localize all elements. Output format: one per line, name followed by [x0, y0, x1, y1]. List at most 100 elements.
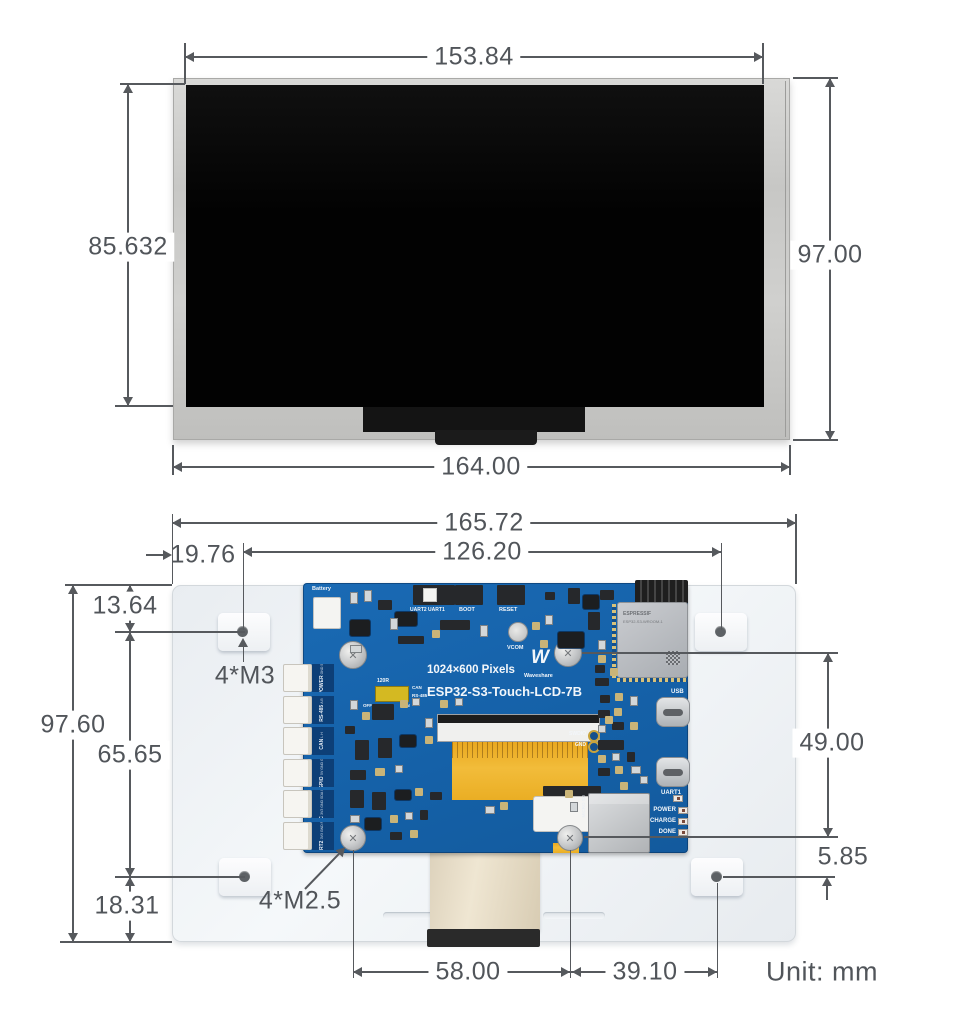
arrowhead [125, 585, 135, 594]
arrowhead [825, 431, 835, 440]
rs485-label: RS-485 [412, 693, 428, 698]
ext-line [569, 850, 571, 978]
pcb-component [570, 802, 578, 812]
pcb-component [432, 630, 440, 638]
pcb-component [620, 782, 628, 790]
boot-button [455, 585, 483, 605]
charge-led [678, 818, 688, 825]
panel-ridge [543, 912, 605, 919]
pcb-component [565, 790, 573, 798]
dim-active-height: 85.632 [81, 232, 175, 262]
pcb-component [355, 740, 369, 760]
dim-overall-height: 97.60 [33, 710, 113, 740]
pcb-component [350, 770, 366, 780]
lcd-right-seam [785, 81, 786, 437]
jst-connector-uart2 [283, 821, 312, 850]
pcb-component [598, 740, 624, 750]
pcb-component [588, 612, 600, 630]
arrowhead [185, 52, 194, 62]
pcb-component [631, 766, 641, 774]
ext-line [723, 876, 835, 878]
pcb-component [600, 695, 610, 703]
screw-bottom-right: ✕ [557, 825, 583, 851]
swdio-label: SWDIO [569, 731, 586, 737]
pcb-component [485, 806, 495, 814]
done-led-label: DONE [658, 829, 676, 835]
pcb-component [378, 600, 392, 610]
pcb-component [390, 618, 398, 630]
resolution-silk: 1024×600 Pixels [427, 664, 515, 676]
pcb-component [378, 738, 392, 758]
pcb-component [615, 693, 623, 701]
arrowhead [125, 933, 135, 942]
done-led [678, 829, 688, 836]
dim-screw-to-hole-right: 39.10 [605, 957, 685, 987]
pcb-component [395, 790, 411, 800]
dim-active-width: 153.84 [427, 42, 521, 72]
ext-line [171, 514, 173, 584]
ext-line [115, 876, 245, 878]
lcd-ffc-connector [437, 714, 600, 742]
pcb-component [640, 776, 648, 784]
pcb-component [345, 726, 355, 734]
arrowhead [172, 518, 181, 528]
can-label: CAN [412, 685, 422, 690]
pcb-component [545, 615, 553, 625]
arrowhead [754, 52, 763, 62]
screw-annotation: 4*M2.5 [258, 886, 342, 915]
arrowhead [125, 868, 135, 877]
dim-mount-hole-span: 126.20 [435, 537, 529, 567]
pcb-component [398, 636, 424, 644]
sd-label: MICRO SD [581, 795, 586, 818]
reset-label: RESET [499, 607, 518, 613]
pcb-component [430, 792, 442, 800]
arrowhead [353, 967, 362, 977]
ext-line [352, 850, 354, 978]
arrowhead [781, 462, 790, 472]
term-res-label: 120R [377, 678, 389, 684]
module-vendor-label: ESPRESSIF [623, 611, 652, 617]
dim-hole-vertical-span: 65.65 [90, 740, 170, 770]
pcb-component [415, 788, 423, 796]
model-silk: ESP32-S3-Touch-LCD-7B [427, 684, 583, 699]
dim-hole-left-offset: 19.76 [170, 540, 236, 569]
pcb-component [598, 768, 610, 776]
pcb-component [425, 736, 433, 744]
ext-line [584, 836, 838, 838]
pcb-component [390, 832, 402, 840]
ext-line [762, 43, 764, 84]
mount-hole [715, 626, 726, 637]
annotation-line [242, 647, 244, 662]
pcb-component [598, 710, 610, 718]
pcb-component [425, 718, 433, 728]
lcd-front-frame [173, 78, 790, 445]
usb-label: USB [671, 689, 684, 695]
pcb-component [350, 815, 360, 823]
lcd-bottom-tab [435, 430, 537, 445]
ext-line [184, 43, 186, 84]
power-led-label: POWER [653, 807, 676, 813]
term-switch [375, 686, 409, 702]
module-pads [612, 604, 616, 678]
pcb-board: Battery UART2 UART1 BOOT RESET VCOM W Wa… [303, 580, 690, 853]
pcb-component [405, 812, 413, 820]
pcb-component [440, 700, 448, 708]
pcb-component [372, 792, 386, 810]
battery-label: Battery [312, 586, 331, 592]
pcb-component [455, 698, 463, 706]
ext-line [115, 631, 245, 633]
arrowhead [712, 547, 721, 557]
pcb-component [532, 622, 540, 630]
arrowhead [68, 933, 78, 942]
pcb-component [400, 735, 416, 747]
pcb-component [350, 790, 364, 808]
arrowhead [823, 653, 833, 662]
pcb-component [627, 752, 635, 762]
pcb-component [583, 595, 599, 609]
ext-line [242, 543, 244, 630]
pcb-component [558, 632, 584, 648]
ext-line [65, 584, 172, 586]
pcb-component [500, 802, 508, 810]
pcb-component [412, 698, 420, 706]
